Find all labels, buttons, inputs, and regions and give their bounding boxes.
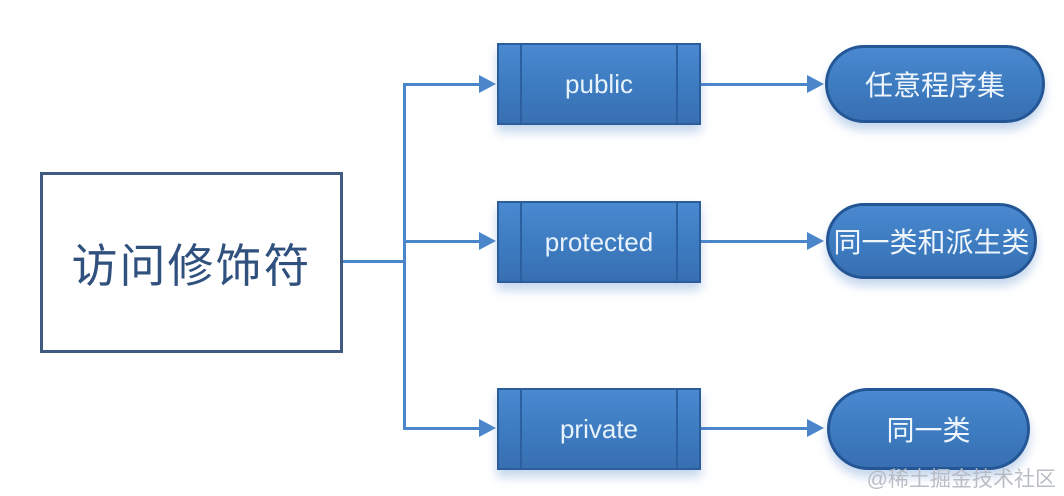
connector-branch-protected (403, 240, 480, 243)
node-private-label: private (559, 413, 639, 444)
scope-same-class: 同一类 (827, 388, 1030, 470)
scope-any-assembly: 任意程序集 (825, 45, 1045, 123)
arrowhead-icon (807, 419, 824, 437)
node-private: private (497, 388, 701, 470)
node-public-label: public (565, 68, 633, 99)
connector-root-stem (343, 260, 406, 263)
scope-same-and-derived-class-label: 同一类和派生类 (833, 227, 1030, 258)
arrowhead-icon (479, 75, 496, 93)
arrowhead-icon (479, 419, 496, 437)
scope-same-class-label: 同一类 (886, 415, 971, 446)
arrowhead-icon (807, 232, 824, 250)
node-protected-label: protected (544, 226, 654, 257)
watermark: @稀土掘金技术社区 (866, 468, 1056, 491)
node-public: public (497, 43, 701, 125)
root-node-label: 访问修饰符 (71, 239, 312, 292)
connector-branch-public (403, 83, 480, 86)
node-protected: protected (497, 201, 701, 283)
arrowhead-icon (807, 75, 824, 93)
connector-branch-private (403, 427, 480, 430)
connector-trunk (403, 83, 406, 430)
connector-private-scope (701, 427, 808, 430)
connector-protected-scope (701, 240, 808, 243)
scope-any-assembly-label: 任意程序集 (864, 70, 1005, 101)
root-node-access-modifier: 访问修饰符 (40, 172, 343, 353)
connector-public-scope (701, 83, 808, 86)
arrowhead-icon (479, 232, 496, 250)
scope-same-and-derived-class: 同一类和派生类 (826, 203, 1037, 279)
